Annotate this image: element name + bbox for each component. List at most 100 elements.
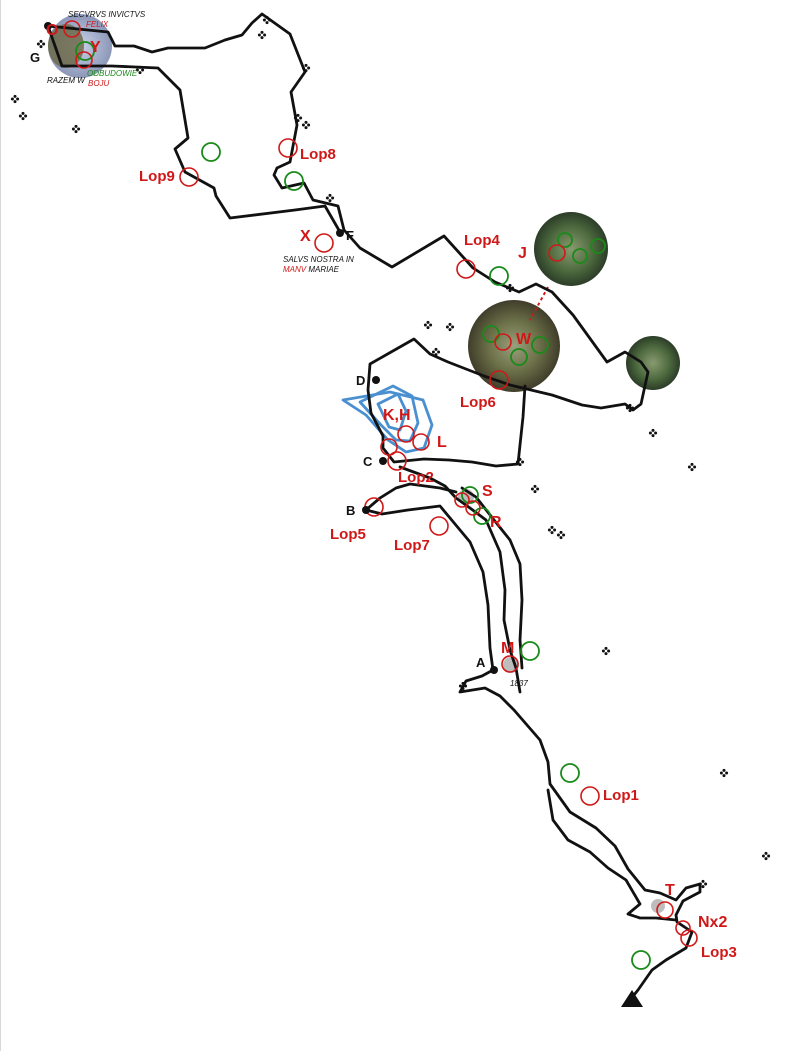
- quad-dot-marker-icon: [423, 320, 433, 330]
- red-labels: O Y Lop8 Lop9 X Lop4 J W Lop6 K,H L Lop2…: [46, 22, 737, 961]
- route-lower-loop: [546, 788, 678, 922]
- red-checkpoint-t: [656, 901, 674, 919]
- black-dot-icon: [379, 457, 387, 465]
- label-lop1: Lop1: [603, 787, 639, 804]
- waypoints: [44, 22, 498, 674]
- label-f: F: [346, 228, 354, 243]
- quad-dot-marker-icon: [719, 768, 729, 778]
- green-checkpoints: [75, 41, 651, 970]
- label-g: G: [30, 50, 40, 65]
- quad-dot-marker-icon: [547, 525, 557, 535]
- left-border: [0, 0, 1, 1051]
- red-checkpoint-o: [63, 20, 81, 38]
- route-b-link: [364, 482, 458, 512]
- red-checkpoint-w: [494, 333, 512, 351]
- red-checkpoint-lop4: [456, 259, 476, 279]
- quad-dot-marker-icon: [648, 428, 658, 438]
- label-j: J: [518, 245, 527, 262]
- green-checkpoint: [557, 232, 573, 248]
- label-w: W: [516, 331, 532, 348]
- label-m: M: [501, 640, 514, 657]
- route-middle-loop: [460, 486, 524, 670]
- quad-dot-marker-icon: [445, 322, 455, 332]
- note-salus: SALVS NOSTRA IN: [283, 255, 354, 264]
- quad-dot-marker-icon: [71, 124, 81, 134]
- green-checkpoint: [482, 325, 500, 343]
- aerial-photo-east: [626, 336, 680, 390]
- note-odbudowie: ODBUDOWIE: [87, 69, 138, 78]
- route-south: [364, 504, 702, 1002]
- label-x: X: [300, 228, 311, 245]
- red-checkpoint-x: [314, 233, 334, 253]
- label-b: B: [346, 503, 355, 518]
- quad-dot-marker-icon: [325, 193, 335, 203]
- label-lop9: Lop9: [139, 168, 175, 185]
- triangle-finish-icon: [621, 990, 643, 1007]
- note-manv: MANV: [283, 265, 307, 274]
- green-checkpoint: [461, 486, 479, 504]
- note-razem: RAZEM W: [47, 76, 86, 85]
- note-securus: SECVRVS INVICTVS: [68, 10, 146, 19]
- quad-dot-marker-icon: [301, 120, 311, 130]
- label-lop6: Lop6: [460, 394, 496, 411]
- red-checkpoint-l: [412, 433, 430, 451]
- label-c: C: [363, 454, 373, 469]
- label-lop2: Lop2: [398, 469, 434, 486]
- red-checkpoint-r: [465, 500, 481, 516]
- red-checkpoint-lop8: [278, 138, 298, 158]
- quad-dot-marker-icon: [601, 646, 611, 656]
- route-north-west: [46, 24, 342, 234]
- label-kh: K,H: [383, 407, 411, 424]
- green-checkpoint: [531, 336, 549, 354]
- red-checkpoint-lop2: [387, 451, 407, 471]
- green-checkpoint: [520, 641, 540, 661]
- green-checkpoint: [560, 763, 580, 783]
- aerial-photo-j: [534, 212, 608, 286]
- photo-leader-line: [529, 286, 549, 321]
- red-checkpoint-m: [501, 655, 519, 673]
- red-checkpoint-lop1: [580, 786, 600, 806]
- red-checkpoint-lop9: [179, 167, 199, 187]
- label-s: S: [482, 483, 493, 500]
- black-dot-icon: [490, 666, 498, 674]
- red-checkpoints: [63, 20, 698, 947]
- note-mariae: MARIAE: [306, 265, 340, 274]
- note-salus-line2: MANV MARIAE: [283, 265, 340, 274]
- note-boju: BOJU: [88, 79, 110, 88]
- red-checkpoint-y: [75, 51, 93, 69]
- black-dot-icon: [336, 229, 344, 237]
- inscription-notes: SECVRVS INVICTVS FELIX ODBUDOWIE RAZEM W…: [47, 10, 528, 688]
- red-checkpoint-s: [454, 492, 470, 508]
- route-south-parallel: [398, 465, 522, 694]
- black-dot-icon: [372, 376, 380, 384]
- label-l: L: [437, 434, 447, 451]
- red-checkpoint-j: [548, 244, 566, 262]
- black-labels: G F D C B A: [30, 50, 486, 670]
- green-checkpoint: [284, 171, 304, 191]
- quad-dot-marker-icon: [556, 530, 566, 540]
- label-o: O: [46, 22, 58, 39]
- red-checkpoint-lop3: [680, 929, 698, 947]
- black-dot-icon: [44, 22, 52, 30]
- aerial-photo-securus-ground: [48, 24, 84, 68]
- green-checkpoint: [473, 507, 491, 525]
- green-checkpoint: [510, 348, 528, 366]
- black-dot-icon: [362, 506, 370, 514]
- green-checkpoint: [590, 238, 606, 254]
- route-north-loop: [46, 12, 650, 468]
- label-nx2: Nx2: [698, 914, 727, 931]
- quad-dot-marker-icon: [10, 94, 20, 104]
- label-a: A: [476, 655, 486, 670]
- green-checkpoint: [489, 266, 509, 286]
- label-lop5: Lop5: [330, 526, 366, 543]
- quad-dot-marker-icon: [18, 111, 28, 121]
- aerial-photo-w: [468, 300, 560, 392]
- label-lop8: Lop8: [300, 146, 336, 163]
- label-lop4: Lop4: [464, 232, 500, 249]
- green-checkpoint: [572, 248, 588, 264]
- note-felix: FELIX: [86, 20, 109, 29]
- label-r: R: [490, 514, 502, 531]
- red-checkpoint-lop7: [429, 516, 449, 536]
- note-year: 1837: [510, 679, 528, 688]
